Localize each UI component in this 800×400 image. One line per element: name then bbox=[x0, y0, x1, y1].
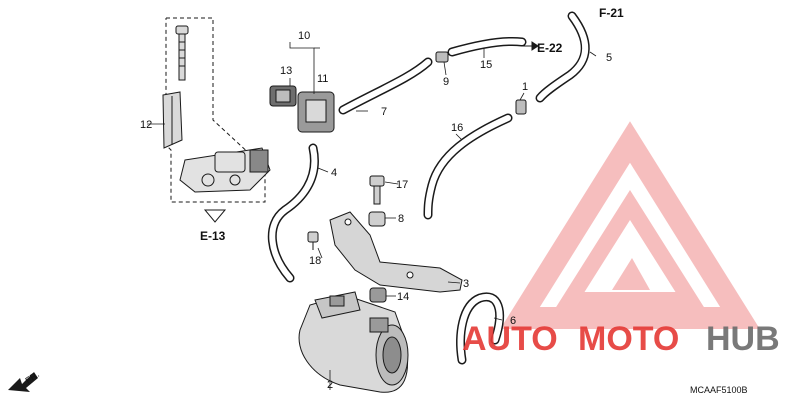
arrow-e13 bbox=[203, 209, 227, 223]
callout-4: 4 bbox=[331, 167, 337, 179]
callout-labels: 1 2 3 4 5 6 7 8 9 10 11 12 13 14 15 16 1… bbox=[140, 30, 612, 391]
front-arrow-icon bbox=[8, 372, 38, 392]
callout-12: 12 bbox=[140, 119, 152, 131]
ref-e22: E-22 bbox=[537, 41, 563, 55]
watermark-text: AUTO MOTO HUB bbox=[462, 320, 780, 358]
diagram-code: MCAAF5100B bbox=[690, 385, 748, 395]
bracket-part-3 bbox=[329, 211, 463, 293]
callout-16: 16 bbox=[451, 122, 463, 134]
bracket-part-12 bbox=[162, 91, 183, 149]
leader-lines bbox=[147, 42, 597, 390]
callout-17: 17 bbox=[396, 179, 408, 191]
collar-part-8 bbox=[368, 211, 386, 227]
purge-control-assembly bbox=[179, 147, 271, 193]
callout-2: 2 bbox=[327, 379, 333, 391]
dashed-outlines bbox=[165, 17, 266, 203]
callout-8: 8 bbox=[398, 213, 404, 225]
bolt-top bbox=[175, 25, 189, 81]
callout-15: 15 bbox=[480, 59, 492, 71]
front-marker: FR. bbox=[8, 369, 41, 392]
callout-11: 11 bbox=[317, 73, 328, 85]
callout-18: 18 bbox=[309, 255, 321, 267]
bolt-part-17 bbox=[369, 175, 385, 205]
bolt-part-18 bbox=[307, 231, 319, 250]
callout-10: 10 bbox=[298, 30, 310, 42]
watermark-moto: MOTO bbox=[578, 320, 679, 358]
callout-14: 14 bbox=[397, 291, 409, 303]
callout-9: 9 bbox=[443, 76, 449, 88]
callout-6: 6 bbox=[510, 315, 516, 327]
canister-part-2 bbox=[298, 291, 409, 393]
watermark-logo bbox=[500, 121, 760, 329]
callout-5: 5 bbox=[606, 52, 612, 64]
hose-7-inner bbox=[340, 59, 431, 113]
joint-part-9 bbox=[435, 51, 449, 63]
watermark-auto: AUTO bbox=[462, 320, 558, 358]
callout-1: 1 bbox=[522, 81, 528, 93]
reference-labels: F-21 E-22 E-13 bbox=[200, 6, 624, 243]
ref-arrows bbox=[522, 41, 539, 51]
callout-3: 3 bbox=[463, 278, 469, 290]
watermark-hub: HUB bbox=[706, 320, 780, 358]
joint-part-1 bbox=[515, 99, 527, 115]
callout-13: 13 bbox=[280, 65, 292, 77]
solenoid-valve bbox=[269, 85, 335, 133]
callout-7: 7 bbox=[381, 106, 387, 118]
ref-f21: F-21 bbox=[599, 6, 624, 20]
ref-e13: E-13 bbox=[200, 229, 226, 243]
grommet-part-14 bbox=[369, 287, 387, 303]
